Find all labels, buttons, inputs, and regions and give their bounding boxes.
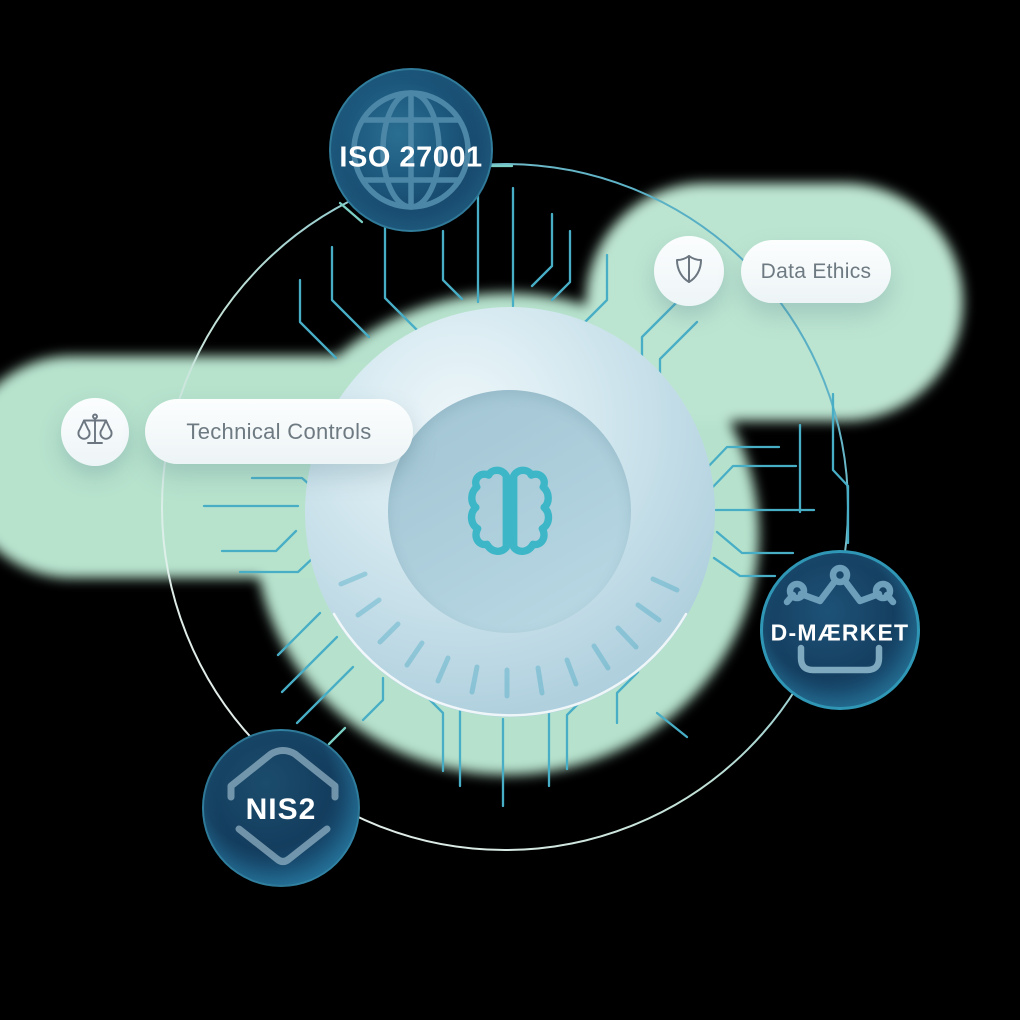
nis2-badge: NIS2 <box>202 729 360 887</box>
data-ethics-label: Data Ethics <box>760 259 872 283</box>
iso-27001-label: ISO 27001 <box>339 141 483 174</box>
circuit-traces <box>202 164 850 808</box>
sphere-lash-marks <box>338 571 680 699</box>
nis2-label: NIS2 <box>245 793 317 826</box>
iso-27001-badge: ISO 27001 <box>329 68 493 232</box>
shield-icon <box>671 251 707 292</box>
d-maerket-label: D-MÆRKET <box>770 619 910 646</box>
technical-controls-icon-chip <box>61 398 129 466</box>
data-ethics-tag: Data Ethics <box>741 240 891 303</box>
data-ethics-icon-chip <box>654 236 724 306</box>
globe-icon <box>351 90 471 210</box>
shield-outline-icon <box>227 747 339 865</box>
technical-controls-label: Technical Controls <box>186 418 372 444</box>
d-maerket-badge: D-MÆRKET <box>760 550 920 710</box>
sphere-rim-highlight <box>332 612 688 717</box>
brain-icon <box>462 464 558 560</box>
technical-controls-tag: Technical Controls <box>145 399 413 464</box>
scales-icon <box>74 409 116 456</box>
crown-icon <box>783 564 897 674</box>
